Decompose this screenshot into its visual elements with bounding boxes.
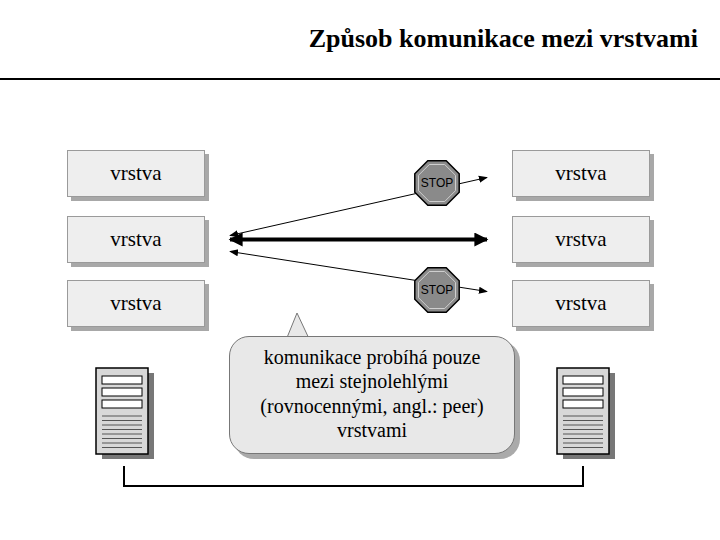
stop-text: STOP — [421, 176, 453, 190]
layer-label: vrstva — [555, 227, 606, 252]
layer-box: vrstva — [512, 150, 650, 197]
layer-box: vrstva — [67, 150, 205, 197]
callout-text: komunikace probíhá pouze mezi stejnolehl… — [242, 345, 502, 443]
layer-box: vrstva — [512, 216, 650, 263]
peer-arrow — [230, 238, 487, 242]
layer-box: vrstva — [67, 216, 205, 263]
layer-label: vrstva — [555, 161, 606, 186]
computer-right — [557, 368, 615, 459]
network-cable — [124, 466, 583, 486]
layer-box: vrstva — [67, 280, 205, 327]
stop-sign: STOP — [412, 265, 462, 315]
layer-label: vrstva — [110, 291, 161, 316]
layer-label: vrstva — [110, 161, 161, 186]
layer-label: vrstva — [555, 291, 606, 316]
stop-sign: STOP — [412, 158, 462, 208]
layer-label: vrstva — [110, 227, 161, 252]
slide-title: Způsob komunikace mezi vrstvami — [309, 24, 698, 54]
title-rule — [0, 78, 720, 80]
computer-left — [96, 368, 154, 459]
callout-bubble: komunikace probíhá pouze mezi stejnolehl… — [229, 336, 515, 454]
stop-text: STOP — [421, 283, 453, 297]
layer-box: vrstva — [512, 280, 650, 327]
